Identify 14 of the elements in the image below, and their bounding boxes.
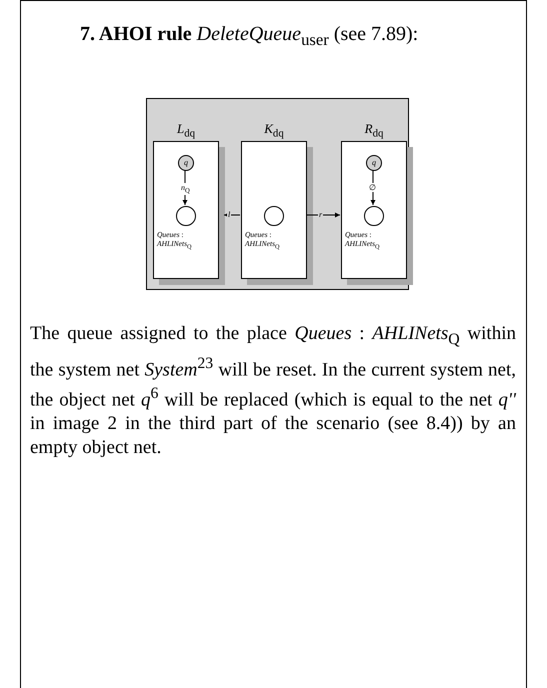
paragraph: The queue assigned to the place Queues : AHLINets$_{Q}$ within the system net System$^{23}$ will be reset. In the current system net, the object net q$^{6}$ will be replaced (which is equal to the net q'' in image 2 in the third part of the scenario (see 8.4)) by an empty object net. — [30, 322, 516, 460]
panel-heading: L$_{dq}$ — [176, 121, 196, 142]
edge-label: n$_{Q}$ — [180, 182, 191, 196]
panel-heading: K$_{dq}$ — [263, 121, 285, 142]
heading: 7. AHOI rule DeleteQueue$_{user}$ (see 7.89): — [80, 22, 420, 51]
arrow — [182, 170, 188, 206]
token-label: q — [372, 159, 376, 167]
edge-label: r — [318, 210, 324, 219]
arrow — [306, 212, 340, 218]
arrow — [224, 212, 240, 218]
arrow — [370, 170, 376, 206]
edge-label: l — [227, 210, 232, 219]
token-label: q — [184, 159, 188, 167]
panel-heading: R$_{dq}$ — [364, 121, 384, 142]
